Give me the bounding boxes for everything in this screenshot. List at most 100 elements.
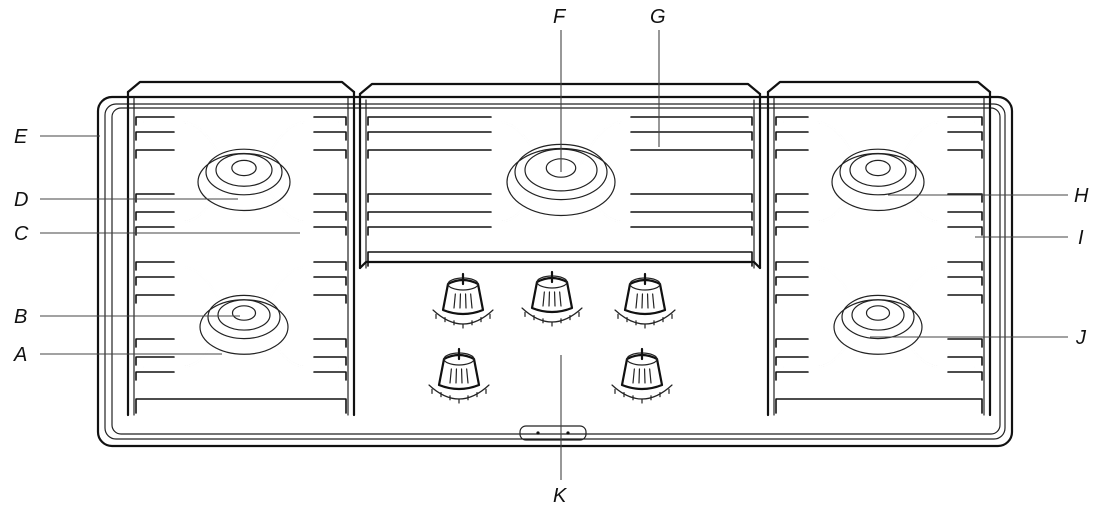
grate-left-top-edge xyxy=(126,80,356,94)
grate-right-rail xyxy=(775,226,983,236)
burner-front-right-cap xyxy=(851,299,905,331)
grate-right-rail xyxy=(775,276,983,286)
grate-left-bottom-rail xyxy=(135,398,347,414)
burner-front-right-ring xyxy=(841,294,915,340)
grate-right-rail xyxy=(775,371,983,381)
burner-rear-left-base xyxy=(197,152,291,212)
burner-rear-right-base xyxy=(831,152,925,212)
grate-center-base xyxy=(358,260,762,270)
knob-front-right xyxy=(614,272,676,329)
burner-front-left-head xyxy=(231,305,257,321)
knob-front-left-flute xyxy=(470,293,473,309)
grate-right-spider-arm-highlight xyxy=(782,323,860,369)
knob-center-flute xyxy=(559,291,562,307)
grate-left-spider-arm-highlight xyxy=(262,323,340,369)
grate-left-rail xyxy=(135,371,347,381)
grate-right-spider-arm-highlight xyxy=(896,120,976,166)
burner-rear-right-head xyxy=(865,159,891,177)
burner-rear-left-head xyxy=(231,159,257,177)
grate-right-rail xyxy=(775,131,983,141)
grate-right-spider-arm-highlight xyxy=(782,265,860,311)
knob-front-left-scale xyxy=(432,309,494,325)
burner-rear-right-ring xyxy=(839,148,917,196)
callout-labels: E D C B A F G H I J K xyxy=(13,6,1089,507)
grate-right-rail xyxy=(775,116,983,126)
grate-left-rail xyxy=(135,261,347,271)
burner-rear-left-cap xyxy=(215,153,273,187)
grate-center-spider-arm-highlight xyxy=(579,178,746,224)
grate-center-rail xyxy=(367,149,753,159)
cooktop-frame xyxy=(96,95,1014,448)
burner-rear-right-cap xyxy=(849,153,907,187)
callout-b: B xyxy=(14,306,27,328)
knob-center-scale xyxy=(521,307,583,323)
grate-left-rail xyxy=(135,211,347,221)
front-badge xyxy=(519,425,587,441)
grate-right-rail xyxy=(775,356,983,366)
grate-center-rail xyxy=(367,131,753,141)
grate-center-spider-arm-highlight xyxy=(374,120,543,166)
knob-front-right-scale xyxy=(614,309,676,325)
burner-front-right-head xyxy=(865,305,891,321)
knob-front-right-flute xyxy=(635,293,638,309)
knob-rear-right xyxy=(611,347,673,404)
burner-front-right-base xyxy=(833,299,923,355)
grate-left-spider-arm-highlight xyxy=(142,323,226,369)
grate-right-rail xyxy=(775,261,983,271)
grate-left-rail xyxy=(135,276,347,286)
grate-right-top-edge xyxy=(766,80,992,94)
callout-f: F xyxy=(553,6,567,28)
grate-right-spider-arm-highlight xyxy=(896,265,976,311)
callout-j: J xyxy=(1075,327,1087,349)
callout-h: H xyxy=(1074,185,1089,207)
burner-front-left-base xyxy=(199,299,289,355)
grate-left-rail xyxy=(135,226,347,236)
knob-rear-left-flute xyxy=(466,368,469,384)
grate-left-rail xyxy=(135,131,347,141)
grate-center-top-edge xyxy=(358,82,762,96)
callout-g: G xyxy=(650,6,666,28)
control-knobs xyxy=(428,270,676,404)
grate-right-rail xyxy=(775,211,983,221)
grate-center-spider-arm-highlight xyxy=(374,178,543,224)
burner-front-left-ring xyxy=(207,294,281,340)
knob-rear-right-flute xyxy=(632,368,635,384)
callout-a: A xyxy=(13,344,27,366)
knob-rear-right-scale xyxy=(611,384,673,400)
grate-left-spider-arm-highlight xyxy=(142,120,226,166)
callout-c: C xyxy=(14,223,29,245)
callout-d: D xyxy=(14,189,28,211)
grate-left-spider-arm-highlight xyxy=(262,178,340,224)
grate-right-spider-arm-highlight xyxy=(782,178,860,224)
grate-right-rail xyxy=(775,294,983,304)
grate-right-bottom-rail xyxy=(775,398,983,414)
grate-left-rail xyxy=(135,294,347,304)
grate-right-spider-arm-highlight xyxy=(896,323,976,369)
grate-center-rail xyxy=(367,116,753,126)
knob-rear-left-scale xyxy=(428,384,490,400)
grate-right-spider-arm-highlight xyxy=(896,178,976,224)
grate-left-rail xyxy=(135,116,347,126)
knob-front-right-flute xyxy=(652,293,655,309)
leader-lines xyxy=(40,30,1068,480)
callout-e: E xyxy=(14,126,28,148)
knob-rear-left-flute xyxy=(449,368,452,384)
grate-left-spider-arm-highlight xyxy=(262,120,340,166)
knob-rear-left xyxy=(428,347,490,404)
knob-center-flute xyxy=(542,291,545,307)
grate-center-rail xyxy=(367,193,753,203)
grate-right-rail xyxy=(775,193,983,203)
knob-front-left xyxy=(432,272,494,329)
grate-left-spider-arm-highlight xyxy=(142,178,226,224)
grate-center-rail xyxy=(367,226,753,236)
grate-left-rail xyxy=(135,356,347,366)
grate-right-rail xyxy=(775,338,983,348)
knob-rear-right-flute xyxy=(649,368,652,384)
grate-left-rail xyxy=(135,149,347,159)
knob-front-left-flute xyxy=(453,293,456,309)
grate-left xyxy=(126,80,356,417)
grate-right-rail xyxy=(775,149,983,159)
grate-center-spider-arm-highlight xyxy=(579,120,746,166)
grate-center-rail xyxy=(367,211,753,221)
grate-right xyxy=(766,80,992,417)
